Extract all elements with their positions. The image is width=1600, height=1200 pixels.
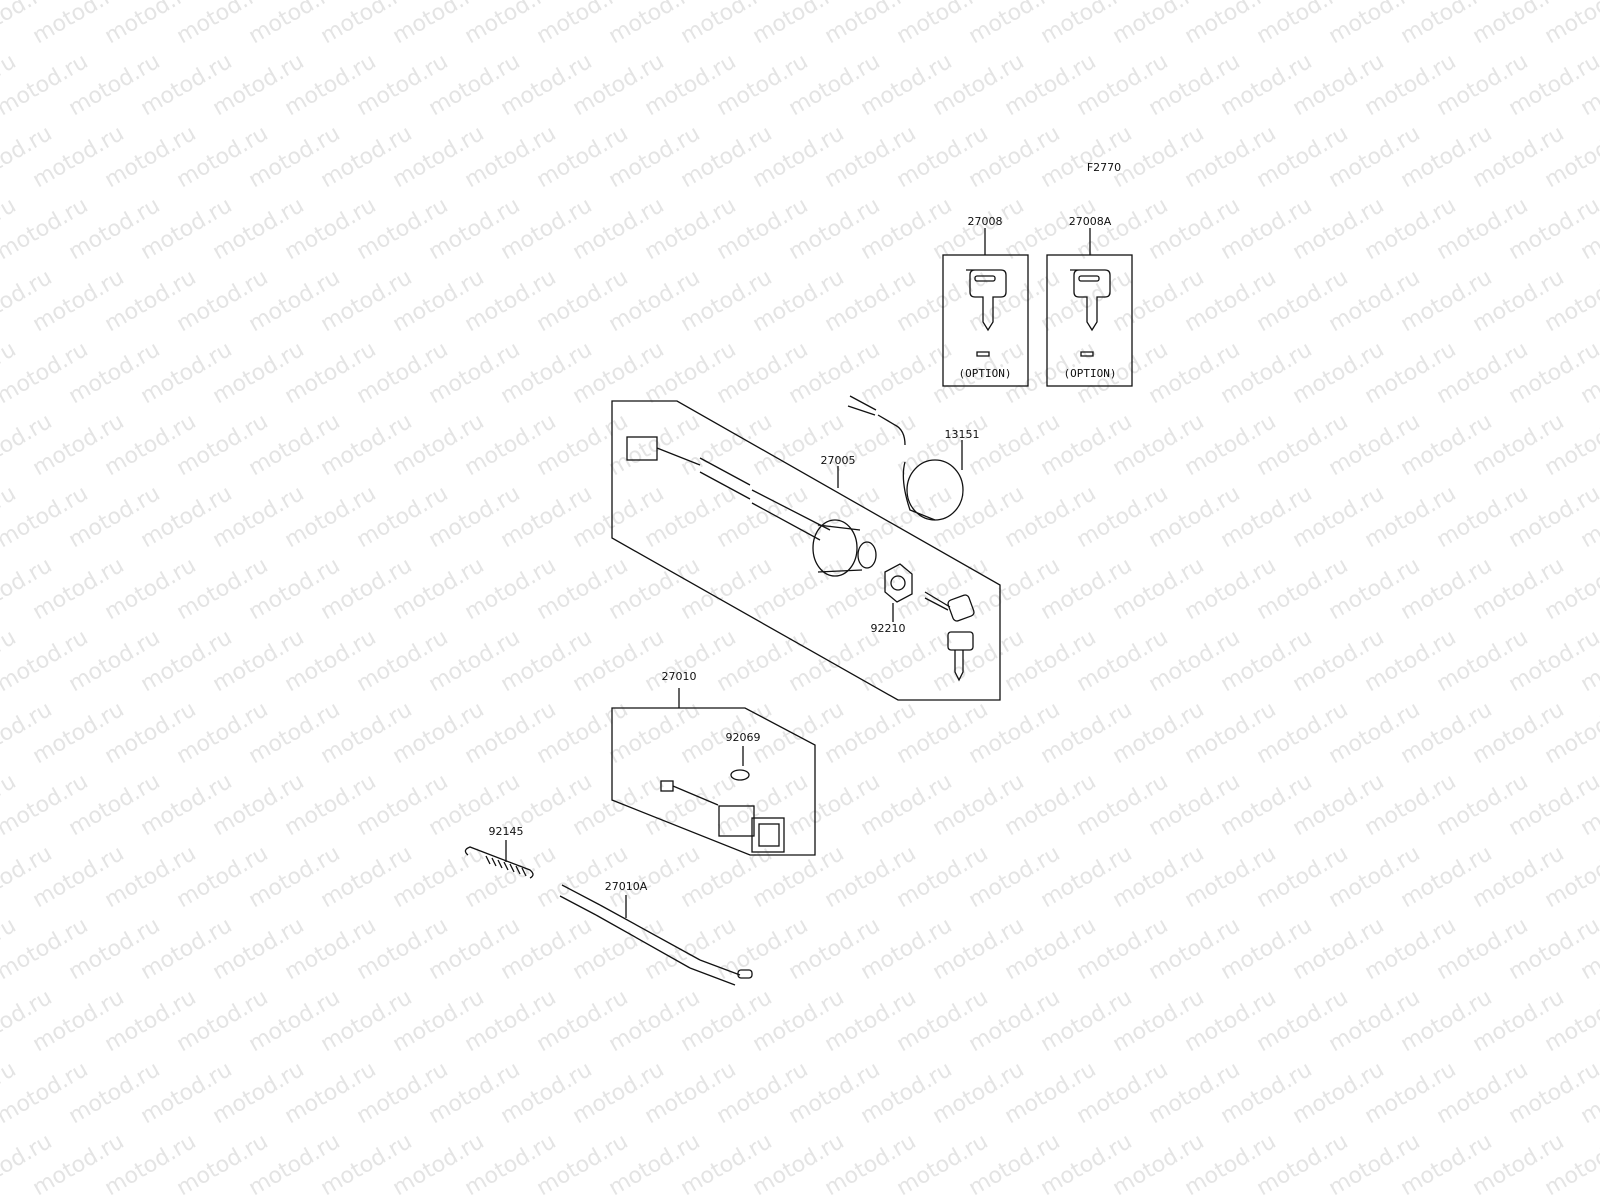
figure-id: F2770	[1086, 161, 1122, 174]
group-outline-27005	[611, 400, 1001, 701]
part-number-27008A[interactable]: 27008A	[1068, 215, 1112, 228]
part-number-27010[interactable]: 27010	[661, 670, 697, 683]
part-number-27008[interactable]: 27008	[967, 215, 1003, 228]
option-note: (OPTION)	[1063, 367, 1117, 380]
switch-icon	[660, 780, 785, 853]
part-number-27005[interactable]: 27005	[820, 454, 856, 467]
key-set-icon	[924, 591, 975, 682]
spring-icon	[464, 846, 534, 879]
nut-icon	[884, 563, 913, 603]
part-number-92145[interactable]: 92145	[488, 825, 524, 838]
part-number-13151[interactable]: 13151	[944, 428, 980, 441]
group-outline-27010	[611, 707, 816, 856]
socket-icon	[847, 395, 964, 521]
part-number-92210[interactable]: 92210	[870, 622, 906, 635]
bulb-icon	[730, 769, 750, 781]
part-number-27010A[interactable]: 27010A	[604, 880, 648, 893]
part-number-92069[interactable]: 92069	[725, 731, 761, 744]
option-note: (OPTION)	[958, 367, 1012, 380]
plug-icon	[559, 884, 753, 986]
ignition-switch-icon	[812, 519, 858, 577]
key-icon	[1070, 269, 1111, 357]
key-icon	[966, 269, 1007, 357]
